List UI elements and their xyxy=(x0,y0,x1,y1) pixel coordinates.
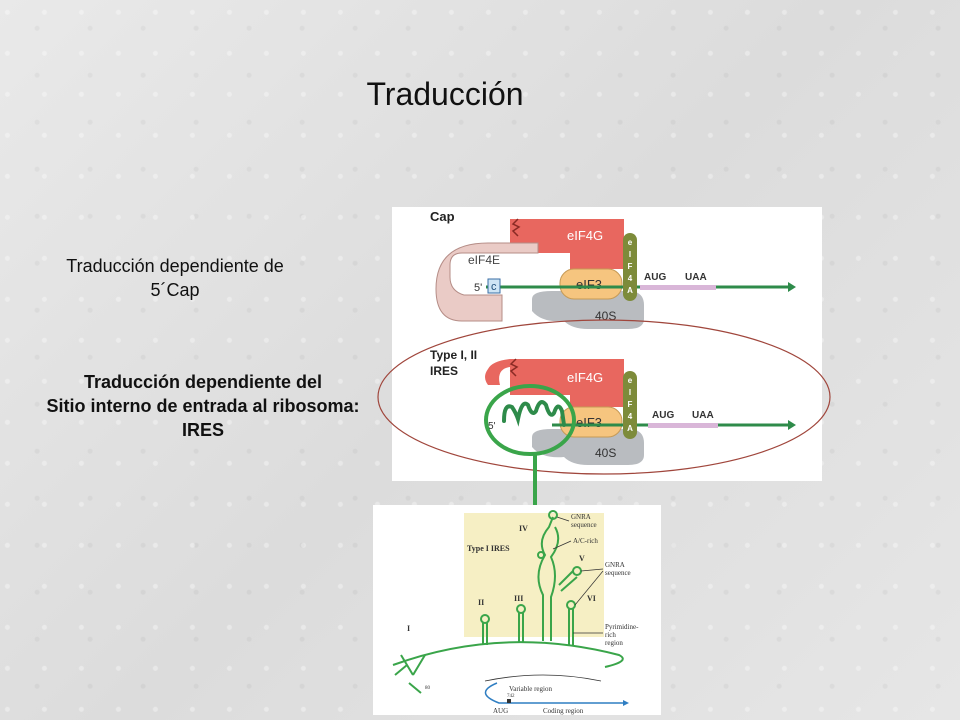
pyrimidine-line-3: region xyxy=(605,639,623,647)
gnra-right-pointer-2 xyxy=(574,570,604,606)
variable-region-label: Variable region xyxy=(509,685,552,693)
domain-iv-bulge xyxy=(537,551,545,559)
eif4g-cap-label: eIF4G xyxy=(567,228,603,243)
cap-label-line-2: 5´Cap xyxy=(150,280,200,300)
cap-dependent-label: Traducción dependiente de 5´Cap xyxy=(30,254,320,302)
eif4a-cap-letter-1: e xyxy=(628,238,633,247)
eif4a-cap-shape xyxy=(623,233,637,301)
eif4a-ires-letter-5: A xyxy=(627,424,633,433)
domain-iii-label: III xyxy=(514,594,523,603)
position-small-left-label: 80 xyxy=(425,686,431,691)
eif4a-cap-letter-4: 4 xyxy=(628,274,633,283)
domain-vi-label: VI xyxy=(587,594,596,603)
ires-heading-line-2: IRES xyxy=(430,364,458,378)
domain-ii-label: II xyxy=(478,598,484,607)
cap-label-line-1: Traducción dependiente de xyxy=(66,256,284,276)
uaa-ires-label: UAA xyxy=(692,410,714,421)
aug-cap-label: AUG xyxy=(644,272,666,283)
ires-label-line-2: Sitio interno de entrada al ribosoma: xyxy=(46,396,360,416)
cap-structure-box xyxy=(487,278,501,294)
pyrimidine-line-2: rich xyxy=(605,631,616,639)
coding-region-ires xyxy=(648,423,718,428)
eif4a-ires-letter-1: e xyxy=(628,376,633,385)
gnra-top-pointer xyxy=(556,516,570,522)
eif4g-cap-zigzag xyxy=(511,218,521,237)
ac-rich-label: A/C-rich xyxy=(573,537,598,545)
aug-ires-label: AUG xyxy=(652,410,674,421)
mrna-cap-arrowhead xyxy=(788,282,796,292)
ires-base-strand xyxy=(392,641,624,668)
ires-structure-diagram: Type I IRES I 80 II III IV V VI GNRA seq… xyxy=(392,510,639,715)
eif4a-cap-letter-2: I xyxy=(629,250,631,259)
domain-iv-loop xyxy=(548,510,558,520)
position-small-label: 742 xyxy=(507,694,515,699)
ribosome-40s-ires-label: 40S xyxy=(595,446,616,460)
eif4e-cap-shape xyxy=(435,242,539,322)
coding-region-cap xyxy=(640,285,716,290)
five-prime-ires-label: 5' xyxy=(488,421,496,432)
gnra-right-line-2: sequence xyxy=(605,569,631,577)
gnra-right-line-1: GNRA xyxy=(605,561,625,569)
type-i-ires-heading: Type I IRES xyxy=(467,544,510,553)
cap-heading: Cap xyxy=(430,209,455,224)
ires-label-line-3: IRES xyxy=(181,420,224,440)
domain-v-label: V xyxy=(579,554,585,563)
domain-i-label: I xyxy=(407,624,410,633)
ires-heading-line-1: Type I, II xyxy=(430,348,477,362)
coding-region-arrowhead xyxy=(623,700,629,706)
coding-region-strand xyxy=(484,682,623,704)
slide-title: Traducción xyxy=(366,76,524,112)
ribosome-40s-cap-label: 40S xyxy=(595,309,616,323)
ires-structure-panel: Type I IRES I 80 II III IV V VI GNRA seq… xyxy=(373,505,661,715)
domain-iii-stem xyxy=(518,613,524,643)
eif4e-cap-label: eIF4E xyxy=(468,253,500,267)
eif4a-ires-letter-4: 4 xyxy=(628,412,633,421)
domain-vi-stem xyxy=(568,609,574,645)
eif4a-ires-letter-2: I xyxy=(629,388,631,397)
uaa-cap-label: UAA xyxy=(685,272,707,283)
eif4g-ires-hook xyxy=(485,359,510,385)
eif4a-cap-letter-3: F xyxy=(628,262,633,271)
eif4g-cap-shape xyxy=(510,219,624,269)
domain-v-stem xyxy=(558,570,578,592)
eif4a-cap-letter-5: A xyxy=(627,286,633,295)
ires-label-line-1: Traducción dependiente del xyxy=(83,372,323,392)
gnra-top-line-2: sequence xyxy=(571,521,597,529)
eif3-cap-shape xyxy=(559,268,623,300)
ac-rich-pointer xyxy=(552,540,572,550)
gnra-right-pointer-1 xyxy=(580,568,604,572)
gnra-top-line-1: GNRA xyxy=(571,513,591,521)
eif3-cap-label: eIF3 xyxy=(576,277,602,292)
initiation-diagram-panel: Cap eIF4G eIF4E 40S eIF3 5' c AUG UAA e … xyxy=(392,207,822,481)
cap-structure-label: c xyxy=(491,281,497,293)
ires-rna-squiggle xyxy=(502,400,566,427)
domain-iii-loop xyxy=(516,604,526,614)
five-prime-cap-label: 5' xyxy=(474,282,482,294)
domain-ii-loop xyxy=(480,614,490,624)
initiation-diagram: Cap eIF4G eIF4E 40S eIF3 5' c AUG UAA e … xyxy=(430,209,796,465)
domain-iv-label: IV xyxy=(519,524,528,533)
aug-structure-label: AUG xyxy=(493,707,508,715)
domain-i-stem xyxy=(394,654,426,694)
domain-ii-stem xyxy=(482,623,488,645)
mrna-ires-arrowhead xyxy=(788,420,796,430)
pyrimidine-line-1: Pyrimidine- xyxy=(605,623,639,631)
eif4g-ires-label: eIF4G xyxy=(567,370,603,385)
eif3-ires-label: eIF3 xyxy=(576,415,602,430)
variable-region-bracket xyxy=(484,674,602,682)
aug-marker xyxy=(507,699,511,703)
eif4a-ires-letter-3: F xyxy=(628,400,633,409)
coding-region-label: Coding region xyxy=(543,707,584,715)
ires-dependent-label: Traducción dependiente del Sitio interno… xyxy=(8,370,398,442)
type-i-ires-highlight xyxy=(464,513,604,637)
